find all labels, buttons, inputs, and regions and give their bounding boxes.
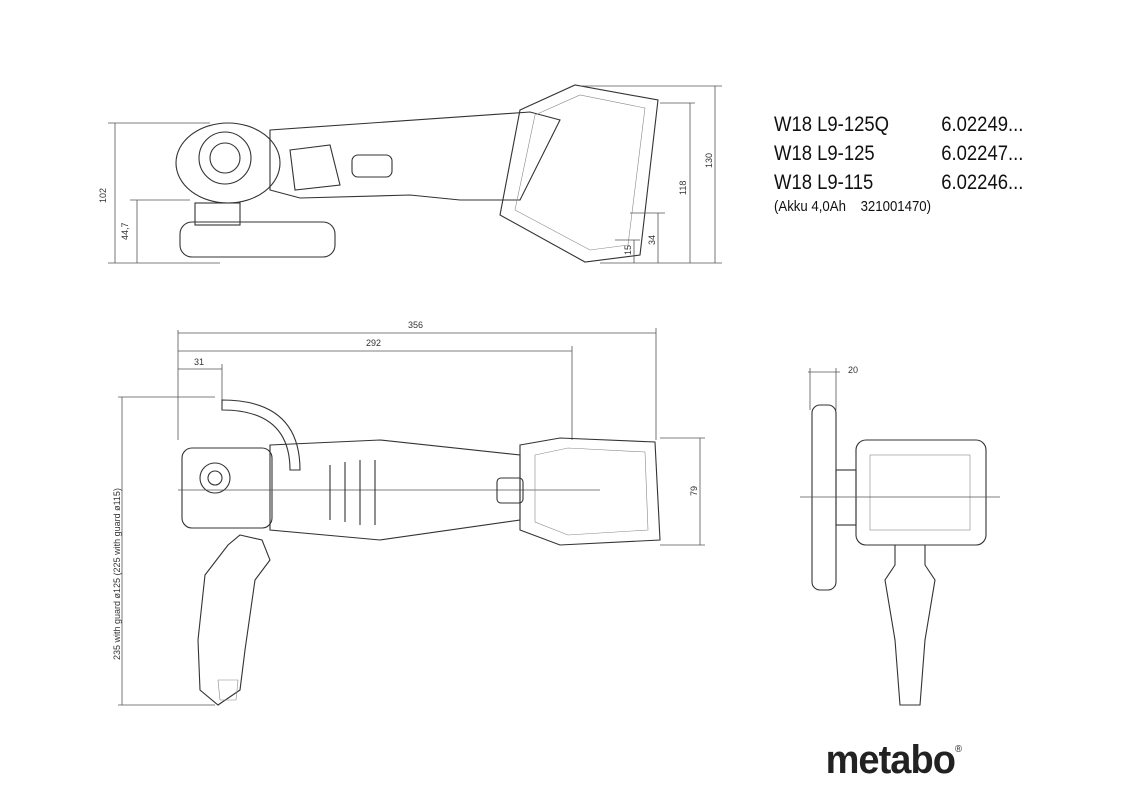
model-number: 6.02247...: [941, 142, 1024, 165]
dim-130: 130: [704, 153, 714, 168]
dim-118: 118: [678, 181, 688, 195]
registered-mark: ®: [955, 744, 962, 755]
model-list: W18 L9-125Q 6.02249... W18 L9-125 6.0224…: [774, 110, 1023, 217]
model-name: W18 L9-125: [774, 142, 875, 165]
side-view: 102 44,7 130 118 34 15: [98, 84, 722, 264]
model-name: W18 L9-125Q: [774, 113, 890, 136]
dim-34: 34: [647, 235, 657, 245]
battery-note: (Akku 4,0Ah 321001470): [774, 198, 932, 215]
dim-102: 102: [98, 188, 108, 203]
model-row: W18 L9-125 6.02247...: [774, 139, 1023, 168]
model-number: 6.02249...: [941, 113, 1024, 136]
dim-20: 20: [848, 365, 858, 375]
model-row: W18 L9-125Q 6.02249...: [774, 110, 1023, 139]
dim-44-7: 44,7: [120, 222, 130, 240]
model-name: W18 L9-115: [774, 171, 874, 194]
dim-31: 31: [194, 357, 204, 367]
dim-292: 292: [366, 338, 381, 348]
model-row: W18 L9-115 6.02246...: [774, 168, 1023, 197]
brand-name: metabo: [825, 738, 956, 782]
dim-356: 356: [408, 320, 423, 330]
top-view: 356 292 31 235 with guard ø125 (225 with…: [112, 320, 705, 706]
front-view: 20: [800, 365, 1000, 706]
model-number: 6.02246...: [941, 171, 1024, 194]
dim-79: 79: [689, 486, 699, 496]
dim-235: 235 with guard ø125 (225 with guard ø115…: [112, 488, 122, 660]
brand-logo: metabo®: [825, 738, 963, 783]
dim-15: 15: [623, 245, 633, 255]
